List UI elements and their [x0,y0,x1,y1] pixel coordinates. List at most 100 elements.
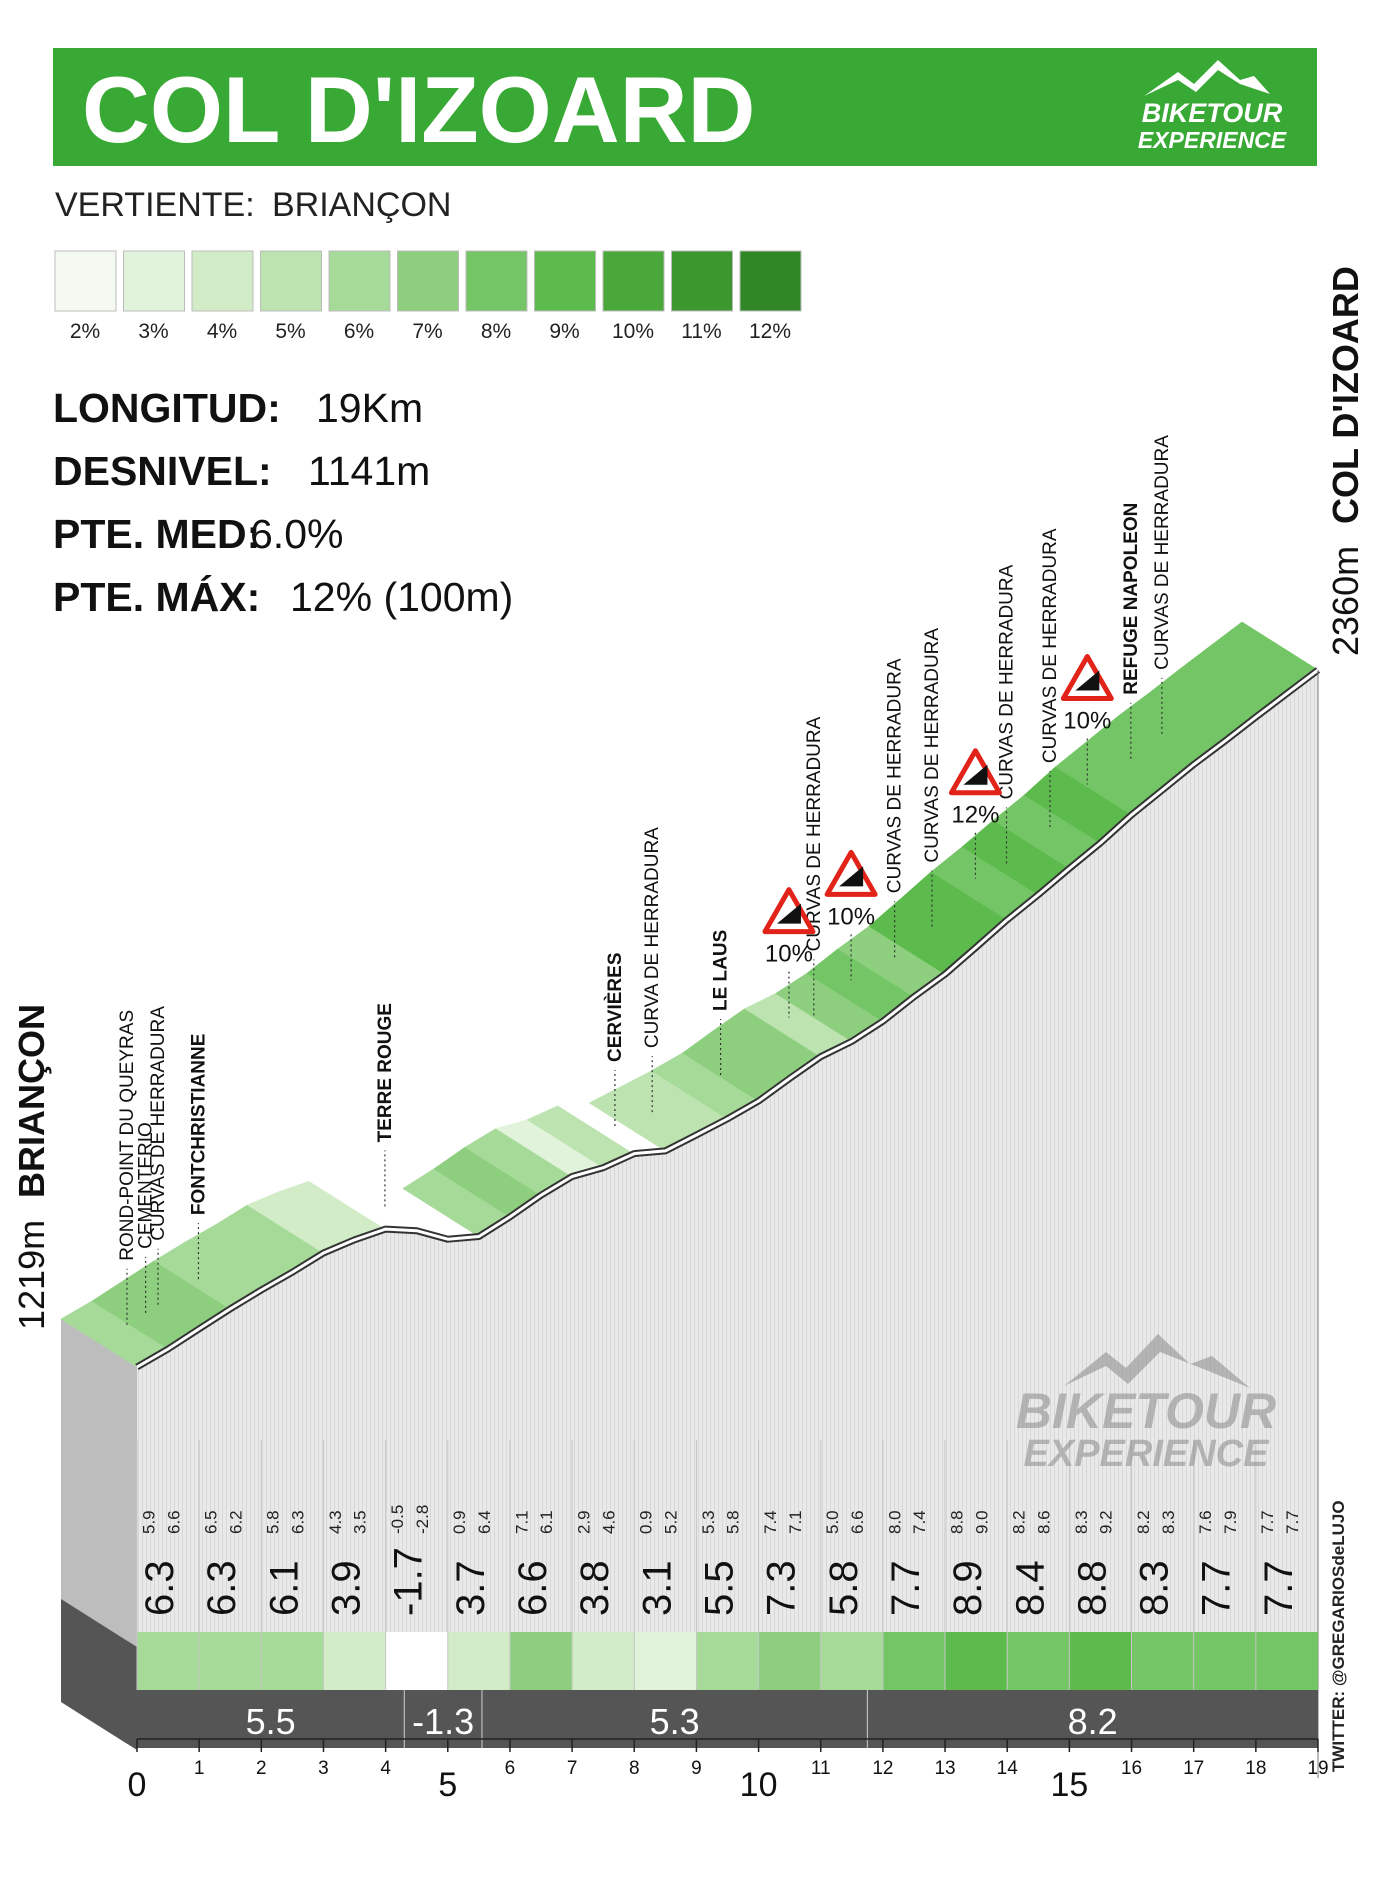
finish-elevation: 2360m [1325,546,1366,656]
half-km-gradient: 0.9 [450,1510,469,1534]
slope-icon [776,903,801,924]
section-gradient: 8.2 [1068,1701,1118,1742]
gradient-strip [1131,1632,1194,1690]
half-km-gradient: 0.9 [637,1510,656,1534]
legend-swatch [671,250,733,312]
section-gradient: -1.3 [412,1701,474,1742]
legend-label: 9% [549,320,579,343]
warning-sign-icon [948,748,1002,796]
half-km-gradient: 7.6 [1196,1510,1215,1534]
half-km-gradient: 8.6 [1034,1510,1053,1534]
km-gradient: 6.3 [138,1560,182,1616]
legend-swatch [465,250,528,312]
watermark-line2: EXPERIENCE [1024,1433,1271,1475]
warning-value: 10% [827,903,875,930]
slope-icon [963,764,988,785]
watermark: BIKETOUR EXPERIENCE [1016,1334,1276,1475]
title-banner [53,48,1317,166]
half-km-gradient: 6.2 [226,1510,245,1534]
half-km-gradient: 6.1 [537,1510,556,1534]
km-tick-label: 15 [1050,1766,1088,1804]
km-tick-label: 0 [128,1766,147,1804]
half-km-gradient: 8.8 [947,1510,966,1534]
legend-label: 7% [412,320,442,343]
gradient-strip [1193,1632,1256,1690]
half-km-gradient: 7.1 [512,1510,531,1534]
half-km-gradient: 5.3 [699,1510,718,1534]
km-gradient: 6.3 [200,1560,244,1616]
waypoint-label: CEMENTERIO [136,1122,157,1249]
gradient-legend: 2%3%4%5%6%7%8%9%10%11%12% [54,250,802,343]
half-km-gradient: 8.2 [1010,1510,1029,1534]
half-km-gradient: 6.5 [202,1510,221,1534]
legend-swatch [602,250,665,312]
waypoint-label: CURVAS DE HERRADURA [922,628,943,863]
km-tick-label: 10 [740,1766,778,1804]
gradient-strip [1255,1632,1318,1690]
gradient-strip [1007,1632,1070,1690]
half-km-gradient: 3.5 [351,1510,370,1534]
half-km-gradient: 7.7 [1258,1510,1277,1534]
km-tick-label: 9 [691,1758,702,1779]
legend-swatch [534,250,596,312]
km-gradient: 3.9 [325,1560,369,1616]
logo-line1: BIKETOUR [1142,98,1283,128]
half-km-gradient: 6.3 [289,1510,308,1534]
watermark-line1: BIKETOUR [1016,1383,1276,1439]
km-gradient: 8.3 [1133,1560,1177,1616]
half-km-gradient: 5.8 [264,1510,283,1534]
half-km-gradient: 8.0 [885,1510,904,1534]
waypoint-label: TERRE ROUGE [375,1003,396,1142]
warning-value: 10% [1063,708,1111,735]
half-km-gradient: 5.0 [823,1510,842,1534]
waypoint-label: CURVAS DE HERRADURA [804,716,825,951]
stat-label: LONGITUD: [53,385,281,431]
km-tick-label: 12 [872,1758,893,1779]
half-km-gradient: -2.8 [413,1505,432,1534]
slope-icon [839,866,864,887]
half-km-gradient: 2.9 [575,1510,594,1534]
gradient-strip [758,1632,821,1690]
half-km-gradient: 5.9 [139,1510,158,1534]
km-tick-label: 6 [505,1758,516,1779]
elevation-profile [60,621,1321,1778]
km-gradient: 6.1 [262,1560,306,1616]
half-km-gradient: 6.4 [475,1510,494,1534]
half-km-gradient: 4.6 [599,1510,618,1534]
legend-label: 4% [207,320,237,343]
section-gradient: 5.3 [650,1701,700,1742]
km-gradient: 6.6 [511,1560,555,1616]
km-gradient: 7.7 [1195,1560,1239,1616]
km-tick-label: 2 [256,1758,267,1779]
km-tick-label: 14 [997,1758,1019,1779]
steep-warning: 10% [824,849,878,981]
profile-front-face [137,670,1318,1690]
half-km-gradient: 7.9 [1221,1510,1240,1534]
legend-label: 2% [70,320,100,343]
warning-sign-icon [762,887,816,935]
waypoint-label: LE LAUS [711,930,732,1011]
slope-icon [1075,670,1100,691]
half-km-gradient: 6.6 [164,1510,183,1534]
waypoint-label: CURVA DE HERRADURA [642,827,663,1048]
gradient-strip [137,1632,200,1690]
km-gradient: 7.7 [884,1560,928,1616]
stat-value: 19Km [316,385,423,431]
road-line [136,668,1319,1369]
half-km-gradient: 9.0 [972,1510,991,1534]
half-km-gradient: 7.7 [1283,1510,1302,1534]
stat-value: 1141m [308,448,430,494]
warning-value: 12% [951,802,999,829]
waypoint-label: CURVAS DE HERRADURA [885,658,906,893]
waypoint-label: CERVIÈRES [604,953,626,1062]
legend-label: 6% [344,320,374,343]
gradient-strip [199,1632,262,1690]
gradient-strip [820,1632,883,1690]
gradient-strip [1069,1632,1132,1690]
km-gradient: 5.5 [697,1560,741,1616]
legend-label: 3% [138,320,168,343]
km-tick-label: 8 [629,1758,640,1779]
